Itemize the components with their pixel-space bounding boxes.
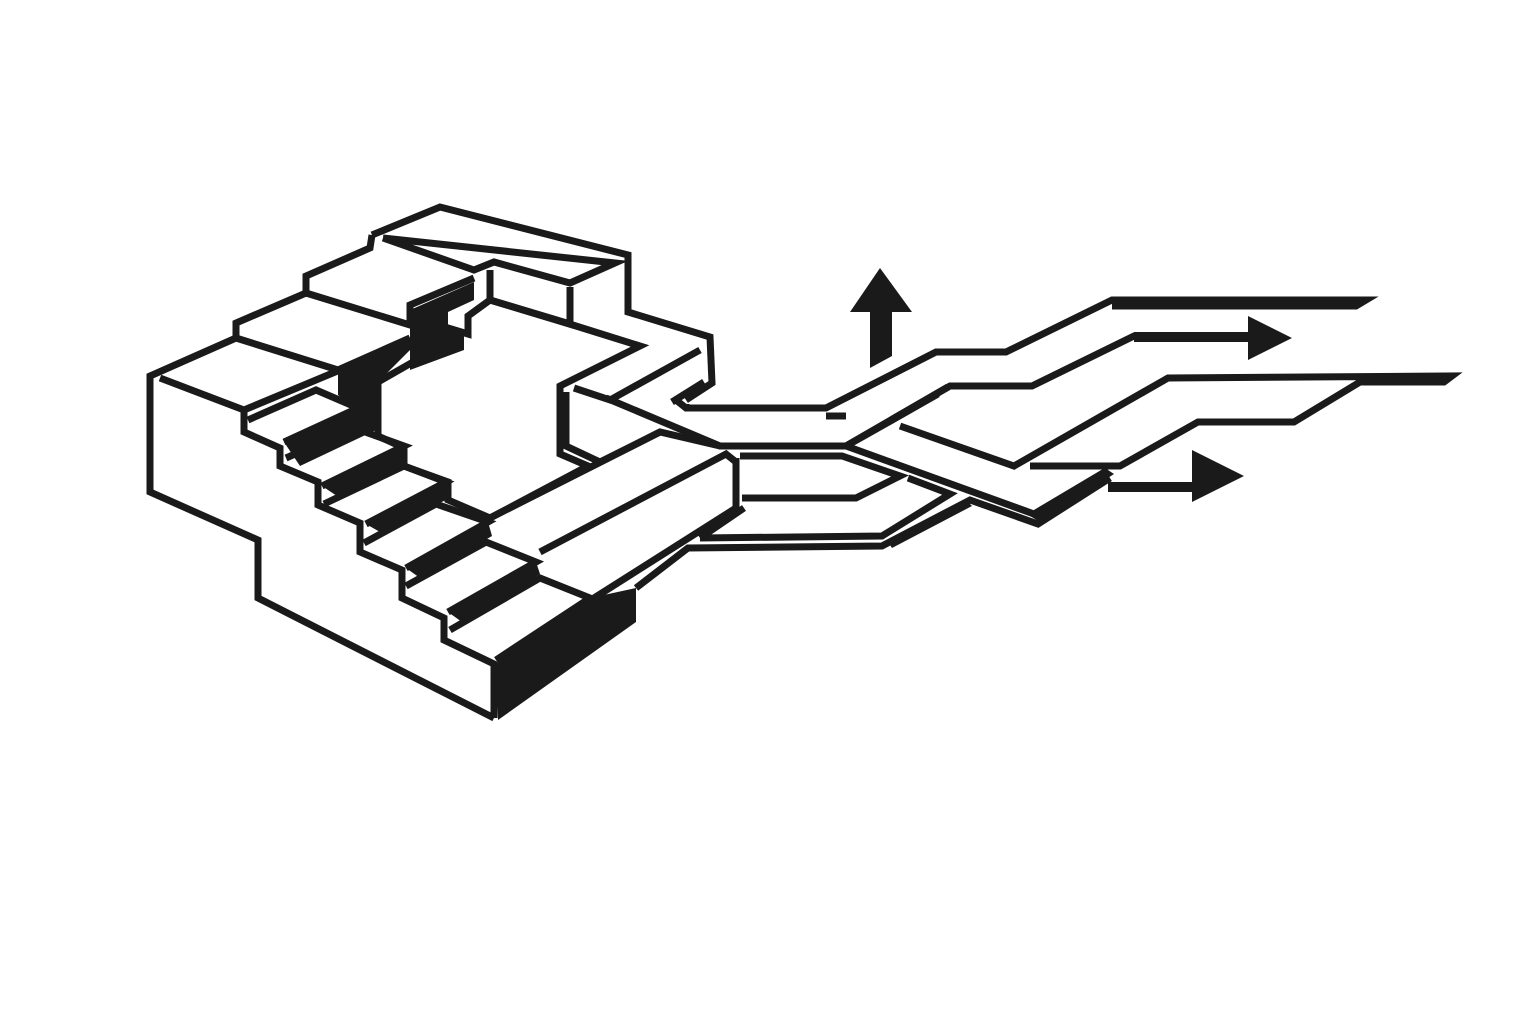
path-shadow bbox=[1030, 470, 1114, 522]
path-1 bbox=[673, 296, 1379, 412]
arrow-right-icon bbox=[1134, 316, 1292, 360]
path-4 bbox=[740, 452, 910, 502]
riser-shadow-3 bbox=[284, 408, 376, 466]
right-arrow-top-head bbox=[1248, 316, 1292, 360]
up-arrow-shaft bbox=[870, 310, 892, 368]
front-shadow bbox=[496, 588, 636, 720]
up-arrow-head bbox=[850, 268, 912, 312]
right-arrow-bottom-shaft bbox=[1108, 482, 1194, 492]
path-4-lower bbox=[698, 474, 958, 542]
step-3 bbox=[146, 334, 496, 722]
path-1-lower bbox=[670, 379, 706, 408]
tread-1 bbox=[240, 410, 498, 718]
long-tread-3 bbox=[592, 458, 740, 601]
arrow-up-icon bbox=[850, 268, 912, 368]
riser-shadow-4 bbox=[322, 446, 404, 498]
stair-structure bbox=[146, 203, 1112, 722]
arrows bbox=[850, 268, 1292, 502]
path-network bbox=[604, 296, 1463, 548]
right-arrow-top-shaft bbox=[1134, 332, 1250, 342]
arrow-right-icon bbox=[1108, 450, 1244, 502]
center-column bbox=[374, 296, 650, 522]
path-3 bbox=[898, 372, 1463, 470]
riser-shadow-5 bbox=[366, 482, 450, 532]
top-block-inner bbox=[381, 234, 629, 287]
riser-shadow-6 bbox=[406, 522, 492, 578]
riser-shadow-1 bbox=[410, 282, 474, 370]
riser-shadow-7 bbox=[448, 562, 540, 622]
right-arrow-bottom-head bbox=[1192, 450, 1244, 502]
path-shadow-3 bbox=[846, 384, 950, 446]
top-block bbox=[370, 203, 716, 403]
path-shadow-2 bbox=[888, 500, 972, 548]
riser-shadow-2 bbox=[338, 338, 410, 420]
